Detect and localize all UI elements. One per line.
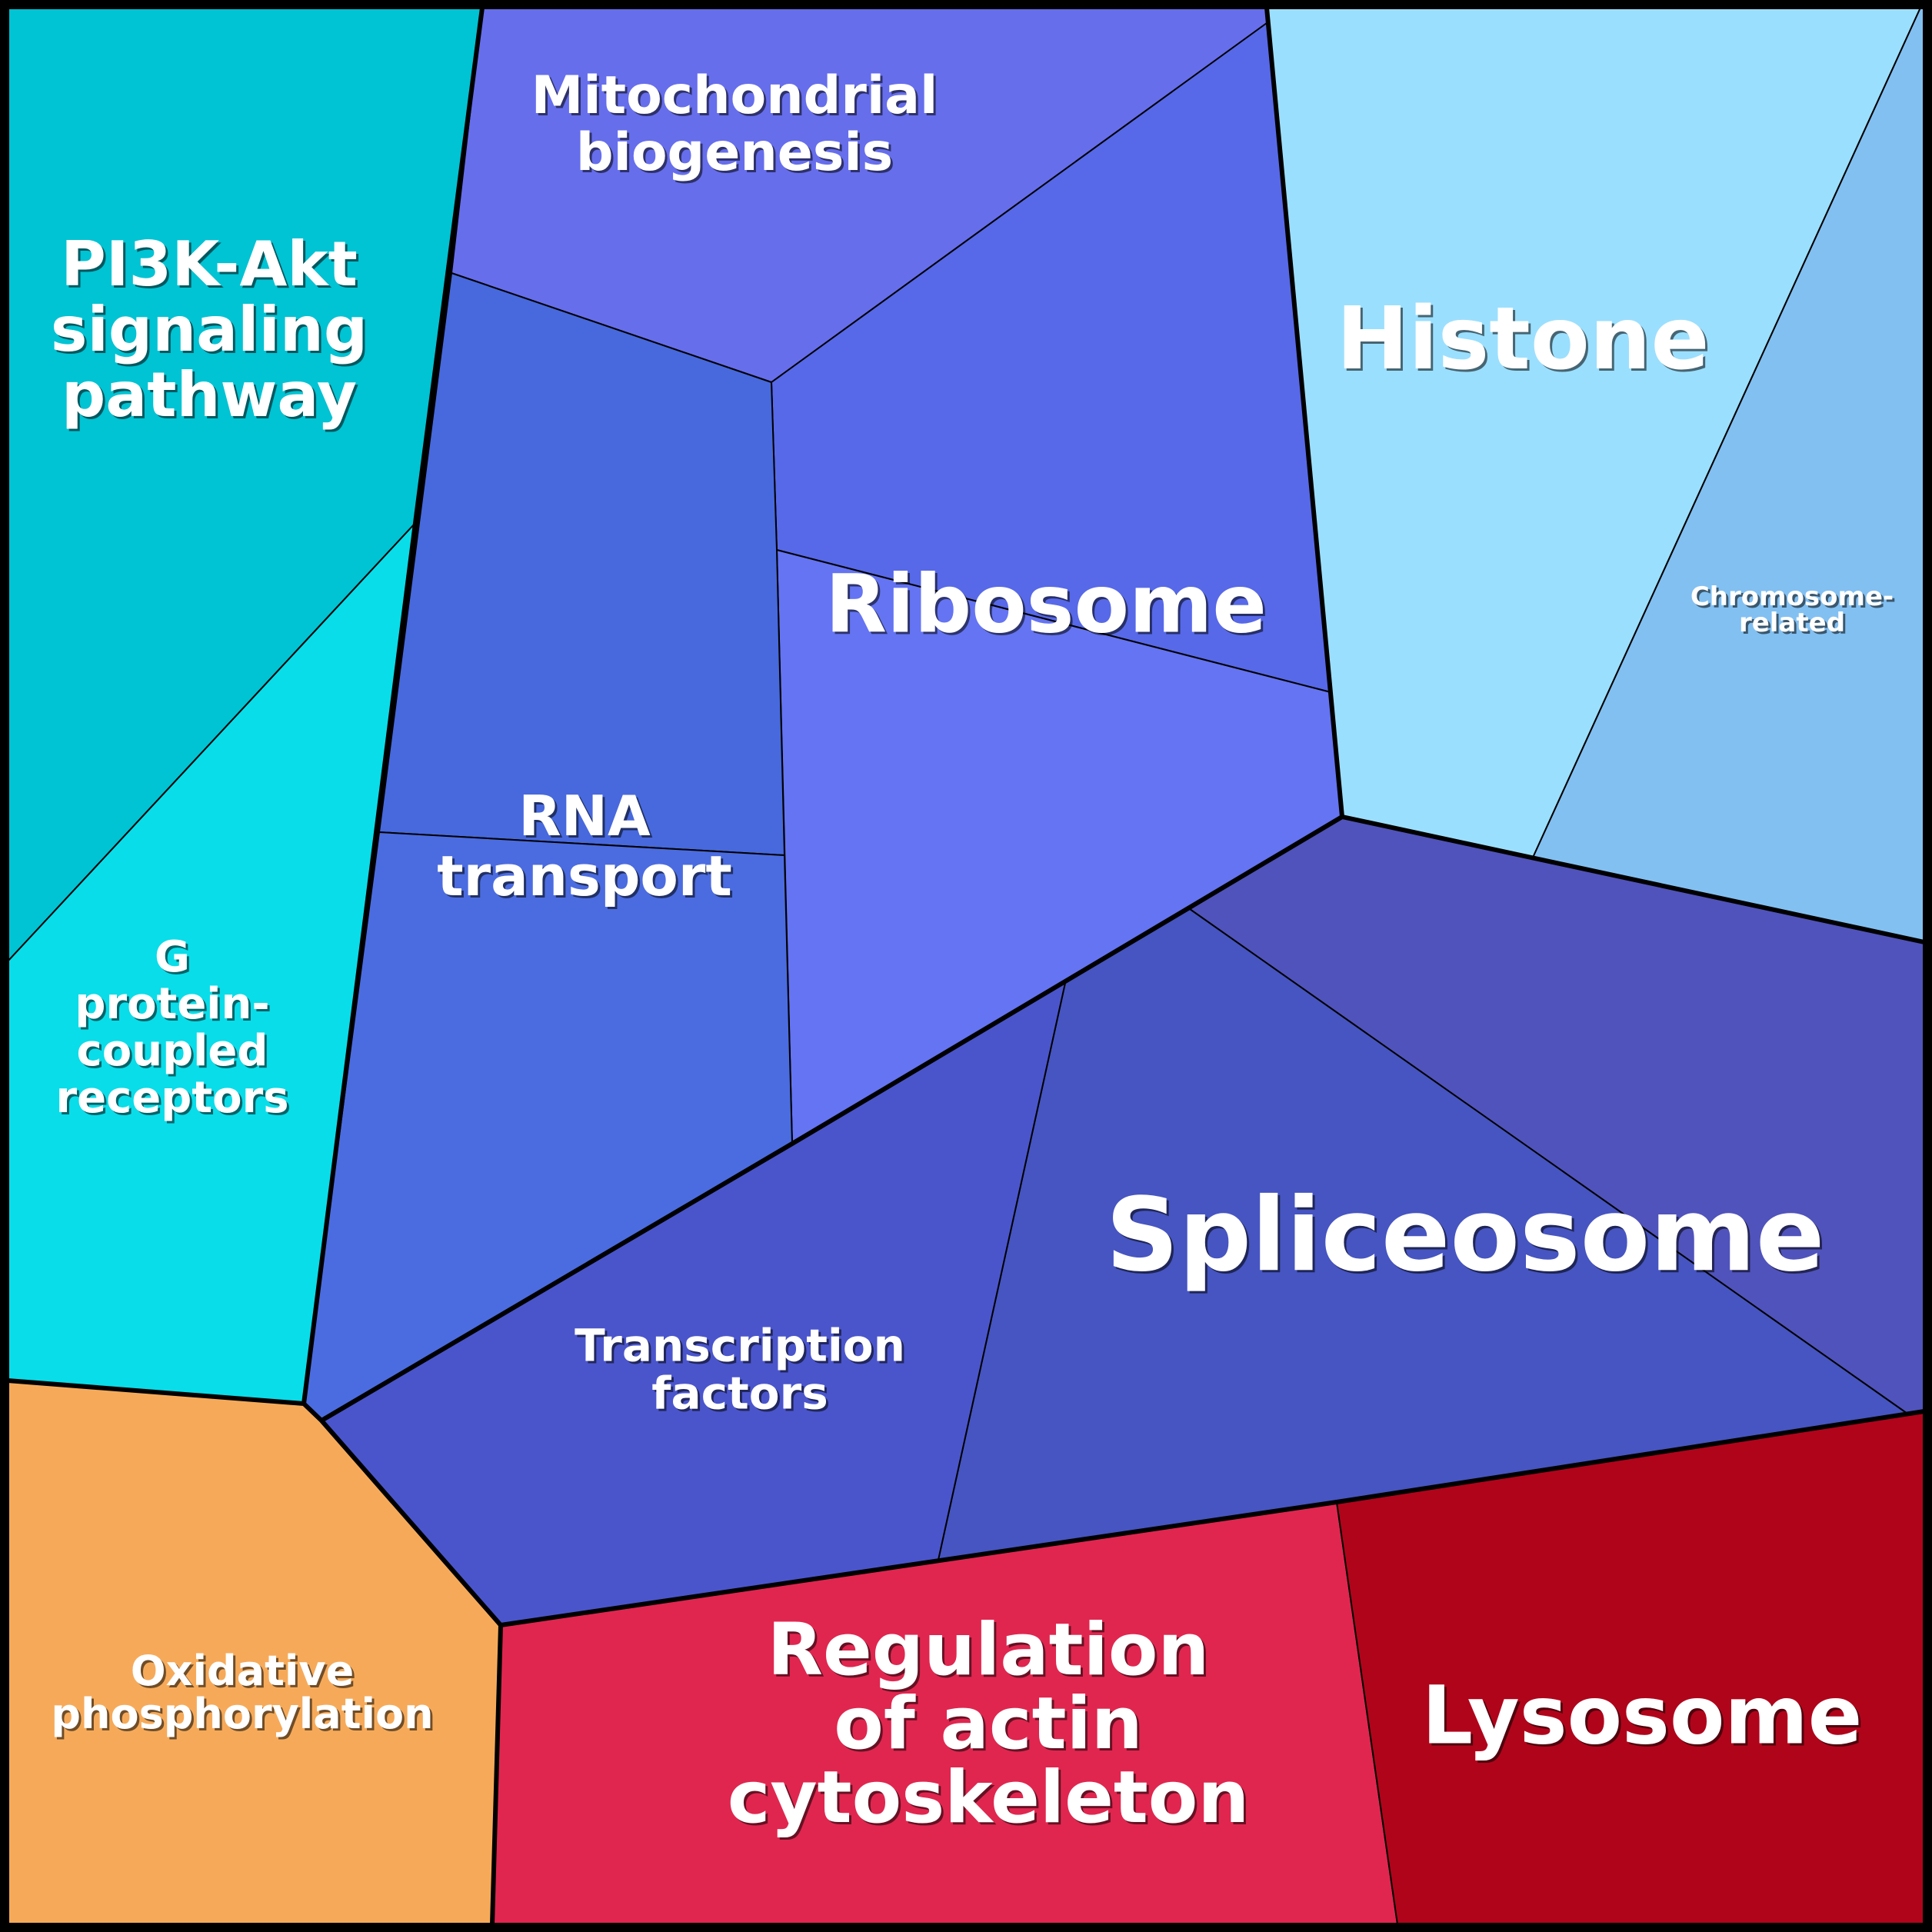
label-line: protein- (75, 979, 269, 1029)
label-shadow: cytoskeleton (730, 1758, 1252, 1842)
label-line: transport (437, 844, 732, 908)
cell-rna-transport-top[interactable] (378, 272, 785, 856)
label-shadow: PI3K-Akt (63, 231, 360, 302)
label-line: Oxidative (131, 1647, 355, 1695)
label-line: pathway (62, 359, 357, 431)
label-shadow: Mitochondrial (534, 68, 941, 128)
group-border-4 (500, 1409, 1925, 1627)
label-line: phosphorylation (51, 1690, 433, 1738)
label-shadow: signaling (53, 296, 370, 368)
label-line: receptors (55, 1073, 288, 1123)
group-border-0 (301, 7, 485, 1404)
label-line: biogenesis (576, 122, 893, 183)
label-shadow: transport (439, 846, 734, 911)
label-line: PI3K-Akt (61, 228, 358, 300)
label-shadow: coupled (79, 1028, 271, 1078)
label-line: coupled (77, 1026, 268, 1076)
label-line: Mitochondrial (531, 65, 938, 126)
label-shadow: biogenesis (578, 125, 895, 185)
label-shadow: Lysosome (1424, 1671, 1865, 1764)
label-shadow: of actin (836, 1684, 1144, 1768)
label-shadow: RNA (521, 786, 653, 851)
group-borders (7, 7, 1925, 1925)
label-mito-bio: MitochondrialMitochondrialbiogenesisbiog… (531, 65, 941, 185)
label-line: Transcription (575, 1319, 905, 1371)
label-shadow: protein- (77, 981, 271, 1031)
label-line: of actin (834, 1682, 1142, 1766)
label-shadow: Regulation (770, 1611, 1212, 1694)
label-line: Spliceosome (1106, 1176, 1825, 1294)
label-shadow: Spliceosome (1108, 1178, 1827, 1297)
label-shadow: Ribosome (828, 559, 1269, 653)
label-gpcr: GGprotein-protein-coupledcoupledreceptor… (55, 932, 291, 1125)
label-shadow: factors (654, 1369, 830, 1421)
group-border-3 (1264, 7, 1344, 818)
label-line: Lysosome (1422, 1668, 1863, 1762)
group-border-2 (320, 814, 1925, 1423)
label-shadow: Transcription (577, 1321, 908, 1374)
label-line: RNA (518, 784, 651, 848)
label-line: G (155, 932, 190, 982)
label-shadow: phosphorylation (53, 1692, 435, 1740)
label-shadow: receptors (58, 1075, 291, 1125)
label-line: Ribosome (825, 557, 1267, 651)
label-line: cytoskeleton (728, 1756, 1250, 1840)
label-line: Regulation (768, 1608, 1210, 1692)
label-oxphos: OxidativeOxidativephosphorylationphospho… (51, 1647, 435, 1740)
label-shadow: Oxidative (133, 1649, 357, 1697)
label-line: Chromosome- (1690, 581, 1894, 612)
label-shadow: related (1741, 610, 1847, 641)
label-line: related (1739, 608, 1845, 638)
cells-layer (7, 7, 1925, 1925)
label-line: Histone (1337, 289, 1710, 389)
label-shadow: G (157, 934, 192, 984)
label-line: factors (651, 1367, 828, 1419)
label-pi3k-akt: PI3K-AktPI3K-Aktsignalingsignalingpathwa… (51, 228, 370, 433)
label-shadow: Chromosome- (1693, 584, 1896, 615)
label-line: signaling (51, 294, 368, 365)
labels-layer: PI3K-AktPI3K-Aktsignalingsignalingpathwa… (51, 65, 1896, 1842)
label-shadow: pathway (64, 361, 359, 433)
label-shadow: Histone (1339, 291, 1712, 391)
